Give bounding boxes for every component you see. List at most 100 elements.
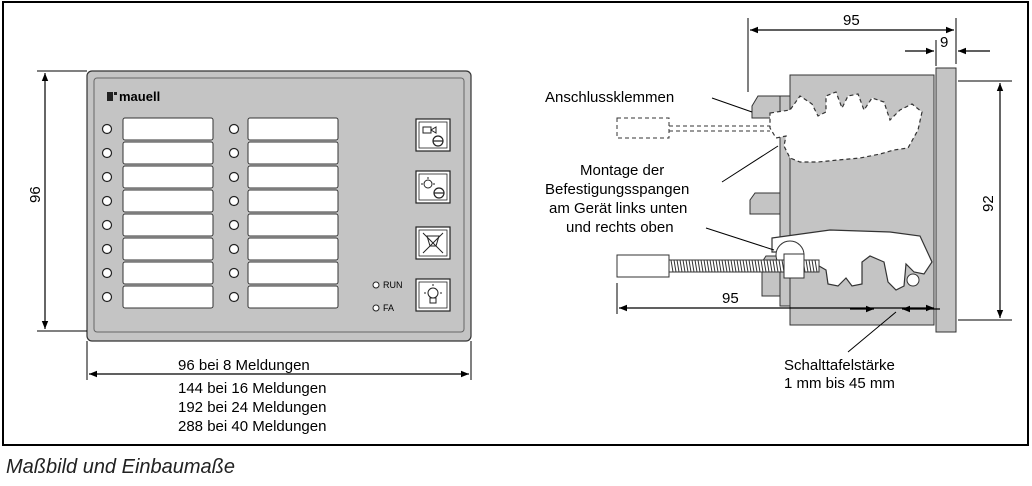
- brand-logo: mauell: [119, 89, 160, 104]
- run-led-label: RUN: [383, 280, 403, 290]
- thread-line: [676, 259, 680, 273]
- thread-line: [706, 259, 710, 273]
- message-led-icon: [228, 147, 240, 159]
- thread-line: [769, 259, 773, 273]
- message-label-window: [247, 189, 339, 213]
- message-led-icon: [228, 291, 240, 303]
- message-led-icon: [228, 243, 240, 255]
- thread-line: [736, 259, 740, 273]
- message-led-icon: [101, 291, 113, 303]
- mount-label-line3: am Gerät links unten: [549, 200, 687, 217]
- connector-plug-dashed: [616, 117, 670, 139]
- thread-line: [709, 259, 713, 273]
- side-dimensions: 95 9 92 95 Anschlussklemmen Montage der …: [545, 12, 1012, 392]
- thread-line: [751, 259, 755, 273]
- clip-hole: [906, 273, 920, 287]
- message-label-window: [247, 261, 339, 285]
- thread-line: [772, 259, 776, 273]
- message-led-icon: [101, 123, 113, 135]
- thread-line: [679, 259, 683, 273]
- thread-line: [694, 259, 698, 273]
- front-thickness-label: 9: [940, 34, 948, 51]
- message-led-icon: [101, 267, 113, 279]
- front-plate: [935, 67, 957, 333]
- message-label-window: [122, 261, 214, 285]
- thread-line: [748, 259, 752, 273]
- front-dimensions: 96 96 bei 8 Meldungen 144 bei 16 Meldung…: [27, 70, 472, 435]
- message-led-icon: [228, 195, 240, 207]
- fa-led-icon: [372, 304, 380, 312]
- thread-line: [775, 259, 779, 273]
- thread-line: [724, 259, 728, 273]
- message-label-window: [247, 117, 339, 141]
- message-led-icon: [101, 243, 113, 255]
- width-option-24: 192 bei 24 Meldungen: [178, 399, 326, 416]
- message-led-icon: [101, 171, 113, 183]
- message-rows-left: [101, 117, 214, 309]
- thread-line: [739, 259, 743, 273]
- mount-leader-bottom: [705, 227, 775, 251]
- thread-line: [730, 259, 734, 273]
- terminals-label: Anschlussklemmen: [545, 89, 674, 106]
- depth-bottom-label: 95: [722, 290, 739, 307]
- button-lamp-test-icon[interactable]: [415, 170, 451, 204]
- mount-label-line4: und rechts oben: [566, 219, 674, 236]
- message-label-window: [122, 117, 214, 141]
- message-label-window: [247, 285, 339, 309]
- panel-thickness-label-2: 1 mm bis 45 mm: [784, 375, 895, 392]
- thread-line: [688, 259, 692, 273]
- thread-line: [742, 259, 746, 273]
- mount-label-line1: Montage der: [580, 162, 664, 179]
- button-acknowledge-icon[interactable]: [415, 118, 451, 152]
- button-lamp-icon[interactable]: [415, 278, 451, 312]
- mauell-logo-icon: [107, 92, 117, 101]
- message-label-window: [122, 189, 214, 213]
- message-led-icon: [228, 171, 240, 183]
- message-label-window: [247, 141, 339, 165]
- message-label-window: [122, 213, 214, 237]
- thread-line: [808, 259, 812, 273]
- message-led-icon: [101, 195, 113, 207]
- figure-caption: Maßbild und Einbaumaße: [6, 456, 236, 478]
- cutout-height-label: 92: [980, 195, 997, 212]
- thread-line: [745, 259, 749, 273]
- thread-line: [682, 259, 686, 273]
- thread-line: [814, 259, 818, 273]
- thread-line: [754, 259, 758, 273]
- thread-line: [727, 259, 731, 273]
- fa-led-label: FA: [383, 303, 394, 313]
- screw-knob: [616, 254, 670, 278]
- thread-line: [712, 259, 716, 273]
- terminals-leader: [711, 97, 753, 113]
- mounting-clip-top-dashed: [769, 91, 923, 163]
- thread-line: [697, 259, 701, 273]
- thread-line: [778, 259, 782, 273]
- panel-leader: [847, 311, 897, 353]
- thread-line: [757, 259, 761, 273]
- thread-line: [766, 259, 770, 273]
- depth-top-label: 95: [843, 12, 860, 29]
- thread-line: [733, 259, 737, 273]
- message-label-window: [247, 213, 339, 237]
- message-led-icon: [228, 267, 240, 279]
- height-dimension-label: 96: [27, 186, 44, 203]
- thread-line: [670, 259, 674, 273]
- message-led-icon: [101, 219, 113, 231]
- message-led-icon: [101, 147, 113, 159]
- thread-line: [715, 259, 719, 273]
- message-label-window: [122, 141, 214, 165]
- thread-line: [700, 259, 704, 273]
- button-horn-off-icon[interactable]: [415, 226, 451, 260]
- run-led-icon: [372, 281, 380, 289]
- thread-line: [691, 259, 695, 273]
- message-label-window: [247, 237, 339, 261]
- thread-line: [763, 259, 767, 273]
- side-view: [616, 67, 957, 333]
- message-label-window: [122, 285, 214, 309]
- mount-label-line2: Befestigungsspangen: [545, 181, 689, 198]
- thread-line: [805, 259, 809, 273]
- width-option-40: 288 bei 40 Meldungen: [178, 418, 326, 435]
- thread-line: [721, 259, 725, 273]
- mount-leader-top: [721, 145, 779, 183]
